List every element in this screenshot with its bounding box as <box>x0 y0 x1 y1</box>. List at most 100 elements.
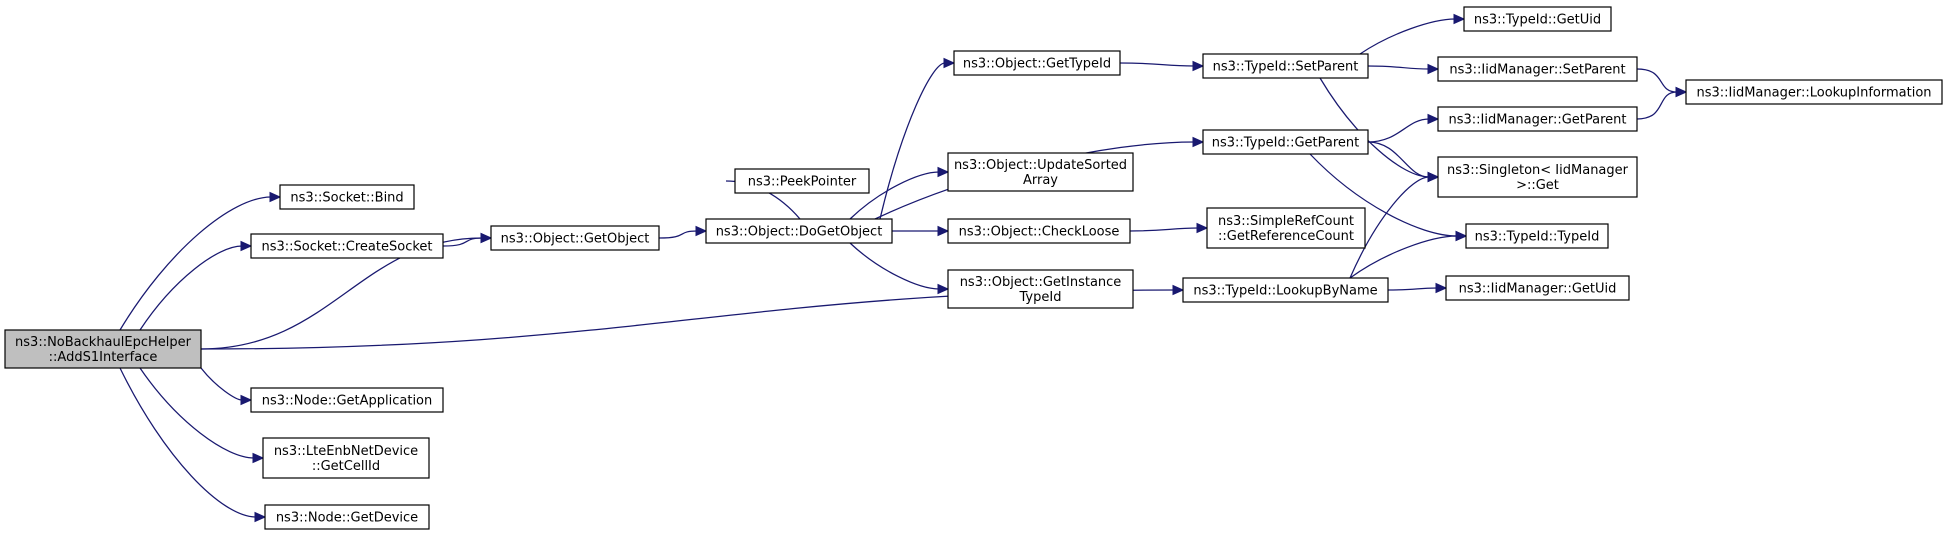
node-label: ::GetReferenceCount <box>1218 229 1354 244</box>
node-box <box>490 225 660 251</box>
graph-node-singleton[interactable]: ns3::Singleton< IidManager >::Get <box>1437 156 1638 198</box>
node-box <box>734 168 870 194</box>
graph-node-iid_getuid[interactable]: ns3::IidManager::GetUid <box>1445 275 1630 301</box>
arrow-head <box>240 240 253 252</box>
edge-lookupbyname-to-typeid_ctor <box>1349 230 1468 279</box>
graph-node-sockbind[interactable]: ns3::Socket::Bind <box>279 184 415 210</box>
arrow-head <box>1427 171 1440 183</box>
node-box <box>947 269 1134 309</box>
arrow-head <box>480 232 493 244</box>
edge-getobject-to-dogetobject <box>658 225 708 239</box>
node-box <box>1437 156 1638 198</box>
graph-node-setparent[interactable]: ns3::TypeId::SetParent <box>1202 53 1369 79</box>
graph-node-createsock[interactable]: ns3::Socket::CreateSocket <box>250 233 444 259</box>
node-label: ns3::NoBackhaulEpcHelper <box>15 335 192 350</box>
graph-node-obj_gettypeid[interactable]: ns3::Object::GetTypeId <box>953 50 1121 76</box>
graph-node-checkloose[interactable]: ns3::Object::CheckLoose <box>947 218 1131 244</box>
arrow-head <box>252 452 265 464</box>
node-box <box>1437 106 1638 132</box>
graph-node-getobject[interactable]: ns3::Object::GetObject <box>490 225 660 251</box>
node-label: TypeId <box>1019 290 1062 305</box>
edge-obj_gettypeid-to-setparent <box>1119 60 1205 72</box>
arrow-head <box>1427 113 1440 125</box>
graph-node-lookupbyname[interactable]: ns3::TypeId::LookupByName <box>1182 277 1389 303</box>
node-label: ns3::Object::GetTypeId <box>963 57 1111 72</box>
node-label: ns3::Object::UpdateSorted <box>954 158 1127 173</box>
arrow-head <box>254 511 267 523</box>
graph-node-lookupinfo[interactable]: ns3::IidManager::LookupInformation <box>1685 79 1943 105</box>
arrow-head <box>695 225 708 237</box>
arrow-head <box>1455 230 1468 242</box>
node-label: ns3::Singleton< IidManager <box>1447 163 1629 178</box>
node-box <box>250 233 444 259</box>
node-label: ns3::IidManager::GetUid <box>1459 282 1617 297</box>
graph-node-peek[interactable]: ns3::PeekPointer <box>734 168 870 194</box>
edge-root-to-createsock <box>139 240 253 331</box>
arrow-head <box>1192 60 1205 72</box>
edge-createsock-to-getobject <box>442 232 493 247</box>
node-box <box>953 50 1121 76</box>
node-label: ns3::Node::GetApplication <box>262 394 433 409</box>
node-label: ns3::TypeId::GetUid <box>1474 13 1601 28</box>
arrow-head <box>1453 13 1466 25</box>
graph-node-getuid[interactable]: ns3::TypeId::GetUid <box>1463 6 1612 32</box>
graph-node-dogetobject[interactable]: ns3::Object::DoGetObject <box>705 218 893 244</box>
arrow-head <box>937 225 950 237</box>
graph-node-iid_getparent[interactable]: ns3::IidManager::GetParent <box>1437 106 1638 132</box>
edge-setparent-to-getuid <box>1359 13 1466 55</box>
node-box <box>705 218 893 244</box>
graph-node-getapp[interactable]: ns3::Node::GetApplication <box>250 387 444 413</box>
arrow-head <box>1192 136 1205 148</box>
node-box <box>4 329 202 369</box>
edge-iid_getparent-to-lookupinfo <box>1636 86 1688 120</box>
arrow-head <box>1196 222 1209 234</box>
node-label: ns3::TypeId::GetParent <box>1212 136 1360 151</box>
graph-node-root[interactable]: ns3::NoBackhaulEpcHelper::AddS1Interface <box>4 329 202 369</box>
node-label: ns3::SimpleRefCount <box>1218 214 1354 229</box>
arrow-head <box>240 394 253 406</box>
node-box <box>947 218 1131 244</box>
arrow-head <box>269 191 282 203</box>
node-label: ns3::TypeId::SetParent <box>1213 60 1359 75</box>
node-box <box>1182 277 1389 303</box>
node-label: ns3::IidManager::GetParent <box>1448 113 1626 128</box>
graph-node-refcount[interactable]: ns3::SimpleRefCount::GetReferenceCount <box>1206 207 1366 249</box>
node-label: ns3::Node::GetDevice <box>276 511 418 526</box>
arrow-head <box>937 283 950 295</box>
node-label: ns3::TypeId::TypeId <box>1475 230 1600 245</box>
node-box <box>1206 207 1366 249</box>
node-box <box>262 437 430 479</box>
node-label: ns3::Object::DoGetObject <box>716 225 883 240</box>
node-box <box>1463 6 1612 32</box>
arrow-head <box>1675 86 1688 98</box>
graph-node-typeid_ctor[interactable]: ns3::TypeId::TypeId <box>1465 223 1609 249</box>
node-label: ns3::IidManager::LookupInformation <box>1696 86 1931 101</box>
node-label: ns3::Object::GetObject <box>501 232 650 247</box>
edge-lookupbyname-to-singleton <box>1349 171 1440 279</box>
graph-node-getparent[interactable]: ns3::TypeId::GetParent <box>1202 129 1369 155</box>
node-label: ns3::TypeId::LookupByName <box>1193 284 1377 299</box>
node-box <box>947 152 1134 192</box>
graph-node-iid_setparent[interactable]: ns3::IidManager::SetParent <box>1437 56 1638 82</box>
node-box <box>279 184 415 210</box>
node-box <box>264 504 430 530</box>
edge-setparent-to-iid_setparent <box>1367 63 1440 75</box>
edge-dogetobject-to-updatesorted <box>849 166 950 220</box>
node-label: ns3::PeekPointer <box>748 175 857 190</box>
arrow-head <box>1427 63 1440 75</box>
node-label: ns3::Object::GetInstance <box>960 275 1122 290</box>
node-label: >::Get <box>1516 178 1559 193</box>
nodes-layer: ns3::NoBackhaulEpcHelper::AddS1Interface… <box>4 6 1943 530</box>
node-label: Array <box>1023 173 1058 188</box>
node-box <box>1202 129 1369 155</box>
node-box <box>1465 223 1609 249</box>
edge-dogetobject-to-checkloose <box>892 225 950 237</box>
graph-node-getcellid[interactable]: ns3::LteEnbNetDevice::GetCellId <box>262 437 430 479</box>
graph-node-getdevice[interactable]: ns3::Node::GetDevice <box>264 504 430 530</box>
node-label: ::GetCellId <box>312 459 380 474</box>
node-box <box>1202 53 1369 79</box>
node-label: ns3::IidManager::SetParent <box>1449 63 1625 78</box>
